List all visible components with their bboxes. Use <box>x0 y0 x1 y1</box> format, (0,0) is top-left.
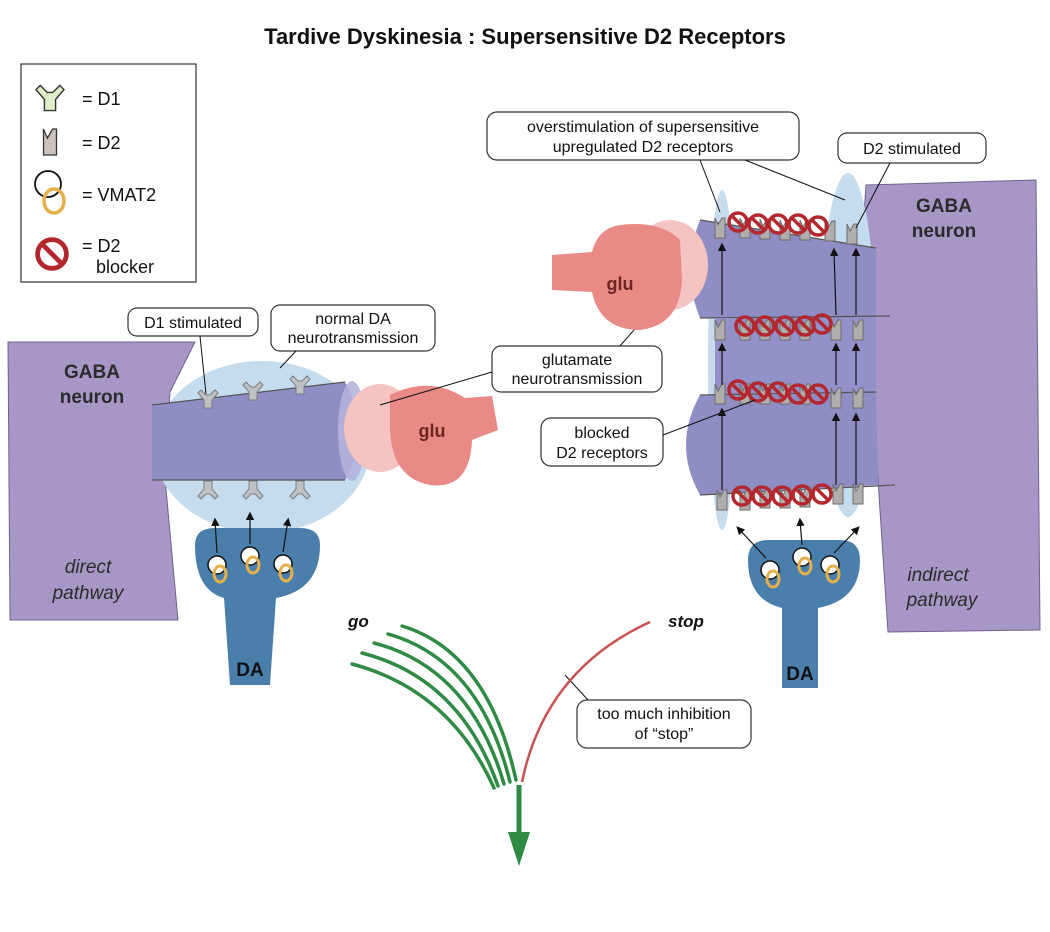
svg-text:of “stop”: of “stop” <box>635 726 694 743</box>
svg-text:D2 receptors: D2 receptors <box>556 445 648 462</box>
right-da-neuron: DA <box>736 517 860 688</box>
go-output-lines <box>350 624 518 790</box>
callout-too-much-inhibition: too much inhibition of “stop” <box>564 674 752 749</box>
svg-text:too much inhibition: too much inhibition <box>597 706 730 723</box>
right-glu-terminal: glu <box>552 220 708 330</box>
d1-receptor-icon <box>35 84 65 112</box>
left-gaba-label: GABA <box>64 362 120 383</box>
callout-blocked-d2: blocked D2 receptors <box>540 399 756 467</box>
legend-blocker-label-1: = D2 <box>82 236 121 256</box>
right-glu-label: glu <box>607 274 634 294</box>
d2-blocker-icon <box>35 237 69 271</box>
svg-text:normal DA: normal DA <box>315 311 391 328</box>
left-da-label: DA <box>236 660 264 681</box>
left-pathway-label-1: direct <box>65 557 112 578</box>
legend-d2-label: = D2 <box>82 133 121 153</box>
callout-d2-stimulated: D2 stimulated <box>837 132 987 229</box>
svg-text:D2 stimulated: D2 stimulated <box>863 141 961 158</box>
right-da-label: DA <box>786 664 814 685</box>
left-pathway-label-2: pathway <box>52 583 125 604</box>
svg-text:blocked: blocked <box>574 425 629 442</box>
callout-glutamate: glutamate neurotransmission <box>379 299 663 406</box>
svg-text:upregulated D2 receptors: upregulated D2 receptors <box>553 139 734 156</box>
legend-vmat2-label: = VMAT2 <box>82 185 156 205</box>
left-neuron-label: neuron <box>60 387 124 408</box>
callout-d1-stimulated: D1 stimulated <box>127 307 259 395</box>
left-da-neuron: DA <box>195 511 320 685</box>
left-glu-terminal: glu <box>344 384 498 486</box>
stop-label: stop <box>668 612 704 631</box>
svg-text:neurotransmission: neurotransmission <box>288 330 419 347</box>
d2-receptor-icon <box>42 128 58 156</box>
svg-text:neurotransmission: neurotransmission <box>512 371 643 388</box>
legend: = D1 = D2 = VMAT2 = D2 blocker <box>20 63 197 283</box>
go-label: go <box>347 612 369 631</box>
stop-output-line <box>520 620 651 783</box>
right-pathway-label-1: indirect <box>907 565 969 586</box>
right-da-arrows <box>717 242 861 490</box>
right-gaba-neuron: GABA neuron indirect pathway <box>859 179 1041 633</box>
callout-normal-da: normal DA neurotransmission <box>270 304 436 369</box>
svg-text:overstimulation of supersensit: overstimulation of supersensitive <box>527 119 759 136</box>
right-pathway-label-2: pathway <box>906 590 979 611</box>
svg-text:glutamate: glutamate <box>542 352 612 369</box>
right-neuron-label: neuron <box>912 221 976 242</box>
legend-blocker-label-2: blocker <box>96 257 154 277</box>
left-gaba-neuron: GABA neuron direct pathway <box>7 341 196 621</box>
left-glu-label: glu <box>419 421 446 441</box>
legend-d1-label: = D1 <box>82 89 121 109</box>
vmat2-icon <box>34 170 66 215</box>
right-gaba-label: GABA <box>916 196 972 217</box>
diagram-title: Tardive Dyskinesia : Supersensitive D2 R… <box>264 24 786 49</box>
callout-overstimulation: overstimulation of supersensitive upregu… <box>486 111 846 213</box>
svg-text:D1 stimulated: D1 stimulated <box>144 315 242 332</box>
net-output-arrow <box>508 785 530 866</box>
right-dendrite-lower <box>686 391 896 496</box>
